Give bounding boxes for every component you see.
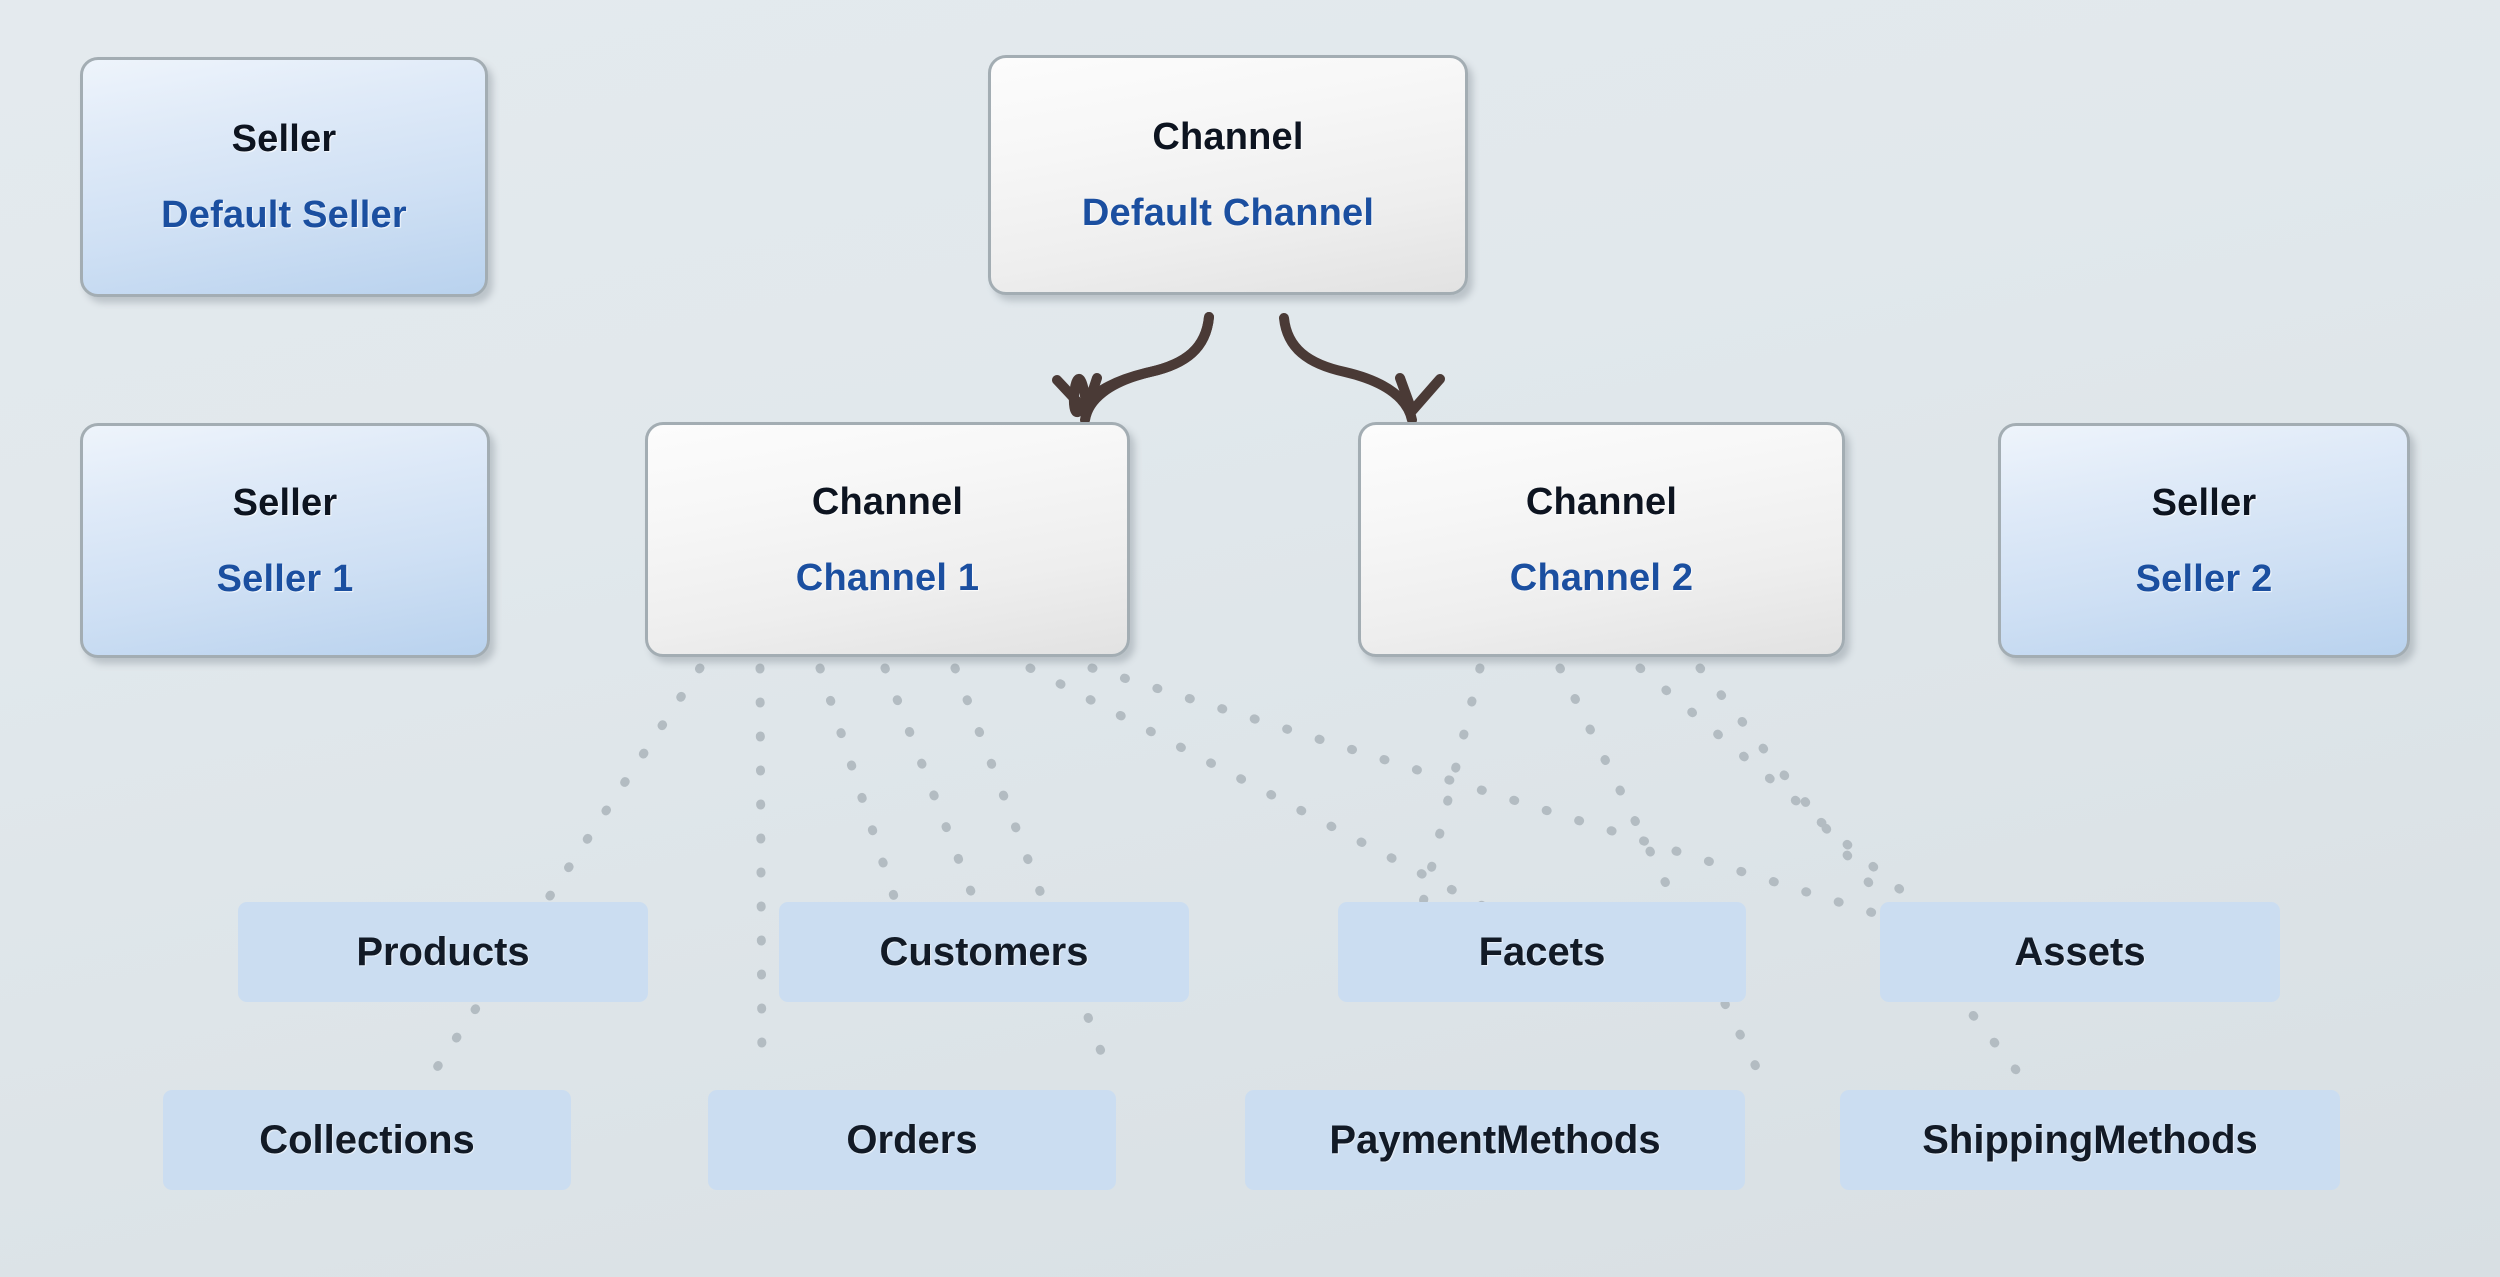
resource-chip-collections[interactable]: Collections: [163, 1090, 571, 1190]
resource-chip-paymentmethods[interactable]: PaymentMethods: [1245, 1090, 1745, 1190]
node-channel-1[interactable]: Channel Channel 1: [645, 422, 1130, 657]
dotted-links-channel2: [1415, 663, 2025, 1080]
node-type-label: Seller: [2151, 481, 2257, 524]
node-default-channel[interactable]: Channel Default Channel: [988, 55, 1468, 295]
arrow-default-channel-to-channel1: [1052, 312, 1214, 425]
resource-chip-facets[interactable]: Facets: [1338, 902, 1746, 1002]
resource-chip-label: Collections: [259, 1118, 475, 1162]
arrow-default-channel-to-channel2: [1279, 313, 1445, 425]
resource-chip-customers[interactable]: Customers: [779, 902, 1189, 1002]
node-type-label: Channel: [1152, 116, 1304, 158]
node-type-label: Channel: [1525, 480, 1678, 523]
resource-chip-shippingmethods[interactable]: ShippingMethods: [1840, 1090, 2340, 1190]
dotted-links-channel1: [427, 663, 1885, 1080]
node-name-label: Channel 1: [795, 556, 980, 599]
resource-chip-label: PaymentMethods: [1329, 1118, 1661, 1162]
resource-chip-label: Facets: [1478, 930, 1606, 974]
node-channel-2[interactable]: Channel Channel 2: [1358, 422, 1845, 657]
resource-chip-label: Assets: [2014, 930, 2146, 974]
node-seller-1[interactable]: Seller Seller 1: [80, 423, 490, 658]
node-name-label: Default Channel: [1081, 192, 1375, 234]
node-type-label: Seller: [232, 481, 338, 524]
resource-chip-label: Products: [356, 930, 530, 974]
node-type-label: Channel: [811, 480, 964, 523]
resource-chip-label: Orders: [846, 1118, 978, 1162]
resource-chip-label: ShippingMethods: [1922, 1118, 2258, 1162]
node-default-seller[interactable]: Seller Default Seller: [80, 57, 488, 297]
resource-chip-products[interactable]: Products: [238, 902, 648, 1002]
node-name-label: Seller 1: [216, 557, 354, 600]
node-name-label: Default Seller: [161, 194, 407, 236]
resource-chip-label: Customers: [879, 930, 1089, 974]
node-name-label: Seller 2: [2135, 557, 2273, 600]
resource-chip-assets[interactable]: Assets: [1880, 902, 2280, 1002]
node-name-label: Channel 2: [1509, 556, 1694, 599]
node-seller-2[interactable]: Seller Seller 2: [1998, 423, 2410, 658]
node-type-label: Seller: [231, 118, 337, 160]
resource-chip-orders[interactable]: Orders: [708, 1090, 1116, 1190]
